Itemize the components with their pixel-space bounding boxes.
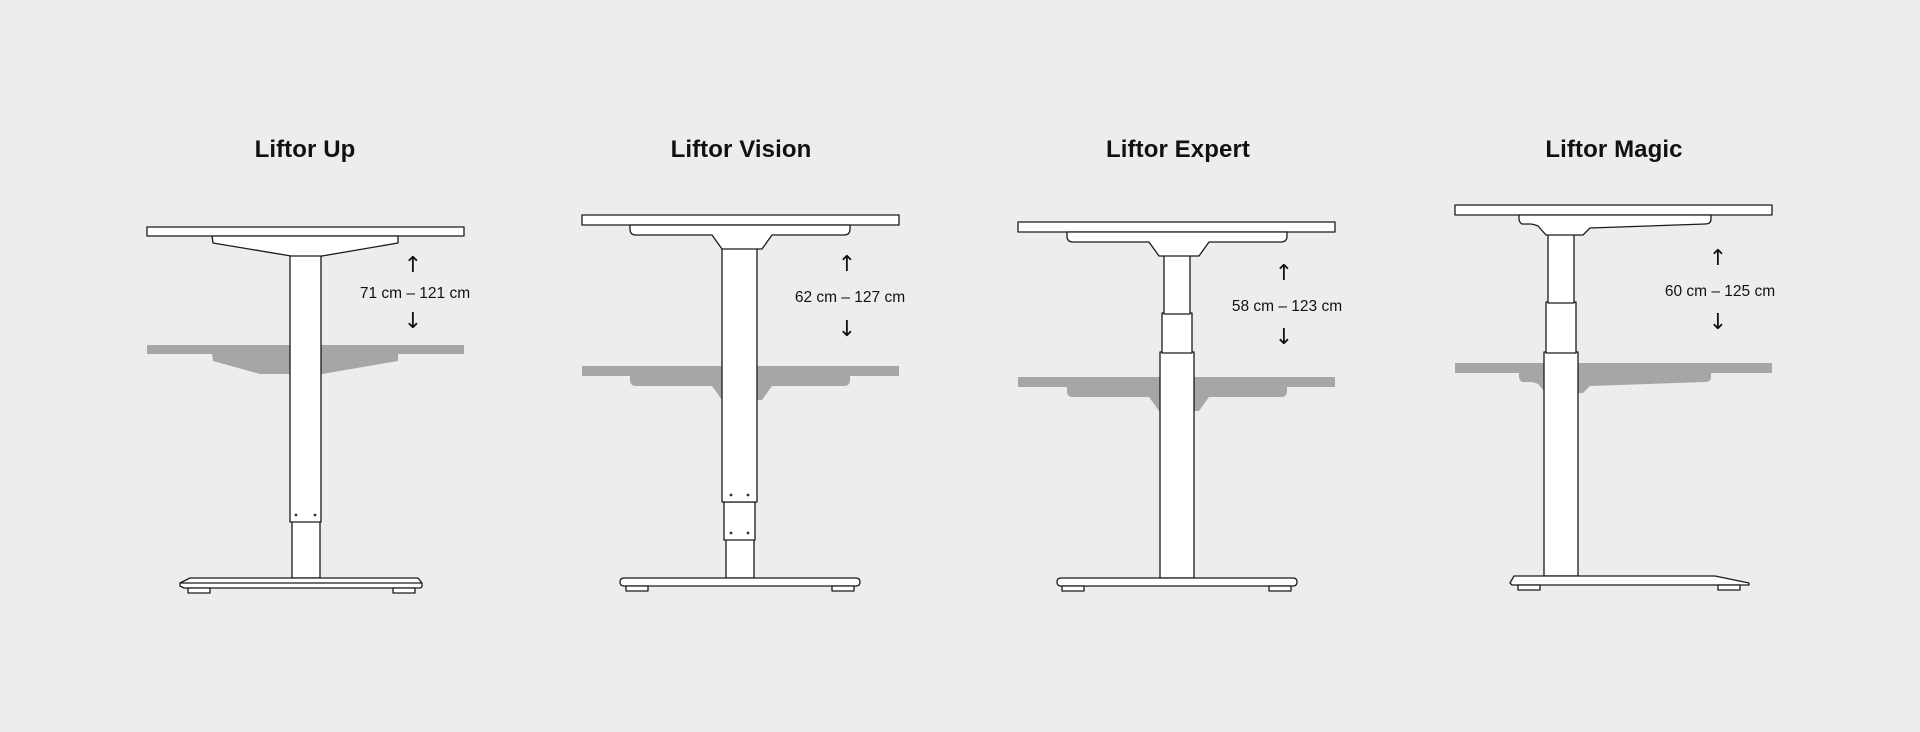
base-feet [619, 577, 861, 587]
height-range-label: 62 cm – 127 cm [794, 289, 906, 306]
lower-column [1543, 351, 1579, 577]
base-feet [1509, 575, 1750, 586]
product-title: Liftor Vision [670, 136, 812, 163]
middle-column [1161, 312, 1193, 354]
upper-column [289, 253, 322, 523]
upper-column [1163, 254, 1191, 315]
upper-column [1547, 233, 1575, 304]
arrow-down-icon: ↓ [837, 317, 857, 342]
desk-liftor-expert [1017, 221, 1336, 592]
product-title: Liftor Up [254, 136, 356, 163]
height-range-label: 71 cm – 121 cm [359, 285, 471, 302]
foot-left [187, 587, 211, 594]
base-feet [179, 577, 423, 589]
foot-right [831, 585, 855, 592]
product-title: Liftor Magic [1545, 136, 1683, 163]
apron [629, 224, 851, 250]
arrow-up-icon: ↑ [837, 252, 857, 277]
foot-left [625, 585, 649, 592]
arrow-up-icon: ↑ [1708, 246, 1728, 271]
product-title: Liftor Expert [1106, 136, 1250, 163]
apron [1518, 214, 1712, 236]
desk-liftor-magic [1454, 204, 1773, 591]
foot-left [1517, 584, 1541, 591]
arrow-down-icon: ↓ [403, 309, 423, 334]
foot-right [1717, 584, 1741, 591]
desk-liftor-vision [581, 214, 900, 592]
apron [1066, 231, 1288, 257]
arrow-down-icon: ↓ [1708, 310, 1728, 335]
foot-left [1061, 585, 1085, 592]
desk-liftor-up [146, 226, 465, 594]
base-feet [1056, 577, 1298, 587]
height-range-label: 60 cm – 125 cm [1664, 283, 1776, 300]
upper-column [721, 247, 758, 503]
height-range-label: 58 cm – 123 cm [1231, 298, 1343, 315]
arrow-up-icon: ↑ [1274, 261, 1294, 286]
foot-right [1268, 585, 1292, 592]
foot-right [392, 587, 416, 594]
middle-column [723, 501, 756, 541]
arrow-down-icon: ↓ [1274, 325, 1294, 350]
arrow-up-icon: ↑ [403, 253, 423, 278]
apron [211, 235, 399, 257]
